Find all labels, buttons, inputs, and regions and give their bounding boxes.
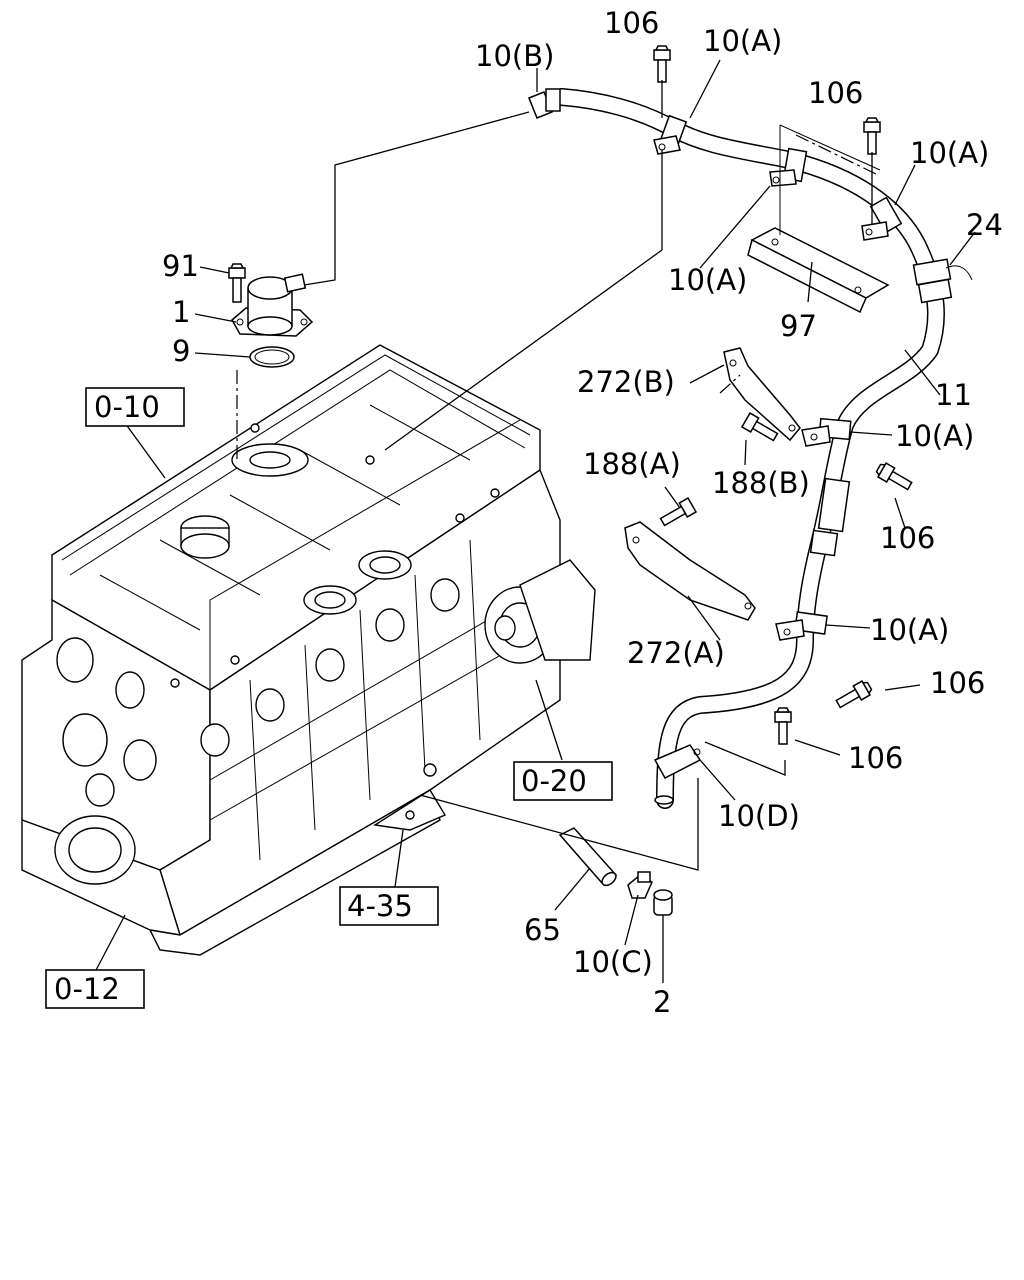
- callout-10a: 10(A): [895, 419, 974, 453]
- reference-label-0-20: 0-20: [521, 764, 587, 798]
- reference-label-4-35: 4-35: [347, 889, 413, 923]
- callout-10c: 10(C): [573, 945, 653, 979]
- callout-188b: 188(B): [712, 466, 810, 500]
- bolts-part-106: [653, 45, 913, 745]
- thermostat-housing-part-1: [231, 273, 314, 337]
- callout-10d: 10(D): [718, 799, 800, 833]
- callout-97: 97: [780, 309, 817, 343]
- bracket-part-97: [747, 124, 890, 314]
- callout-10a: 10(A): [703, 24, 782, 58]
- bolts-part-188: [659, 412, 779, 527]
- callout-106: 106: [808, 76, 863, 110]
- callout-91: 91: [162, 249, 199, 283]
- callout-272a: 272(A): [627, 636, 725, 670]
- callout-106: 106: [930, 666, 985, 700]
- reference-box-4-35: 4-35: [339, 886, 439, 926]
- reference-label-0-10: 0-10: [94, 390, 160, 424]
- callout-106: 106: [880, 521, 935, 555]
- engine-block-illustration: [21, 344, 596, 956]
- fitting-part-10c: [627, 871, 653, 899]
- reference-box-0-20: 0-20: [513, 761, 613, 801]
- reference-box-0-10: 0-10: [85, 387, 185, 427]
- callout-106: 106: [848, 741, 903, 775]
- reference-label-0-12: 0-12: [54, 972, 120, 1006]
- plug-part-2: [653, 889, 673, 916]
- leader-lines: [94, 59, 976, 983]
- bracket-part-272a: [624, 521, 756, 621]
- callout-labels: 106 10(B) 10(A) 106 10(A) 24 10(A) 97 91…: [162, 6, 1003, 1019]
- connector-part-65: [558, 827, 618, 887]
- callout-65: 65: [524, 913, 561, 947]
- callout-188a: 188(A): [583, 447, 681, 481]
- callout-10a: 10(A): [668, 263, 747, 297]
- reference-box-0-12: 0-12: [45, 969, 145, 1009]
- bracket-part-272b: [723, 347, 801, 442]
- callout-2: 2: [653, 985, 671, 1019]
- callout-272b: 272(B): [577, 365, 675, 399]
- pipe-clamps: [653, 114, 903, 779]
- callout-11: 11: [935, 378, 972, 412]
- callout-10a: 10(A): [870, 613, 949, 647]
- callout-9: 9: [172, 334, 190, 368]
- callout-1: 1: [172, 295, 190, 329]
- hose-clamp-part-24: [912, 258, 973, 304]
- hose-fitting-10b: [528, 88, 561, 119]
- callout-24: 24: [966, 208, 1003, 242]
- bolt-part-91: [228, 263, 246, 303]
- gasket-part-9: [249, 346, 295, 368]
- callout-106: 106: [604, 6, 659, 40]
- callout-10b: 10(B): [475, 39, 554, 73]
- callout-10a: 10(A): [910, 136, 989, 170]
- water-pipe-part-11: [553, 88, 945, 809]
- rubber-hose-joint: [809, 477, 851, 557]
